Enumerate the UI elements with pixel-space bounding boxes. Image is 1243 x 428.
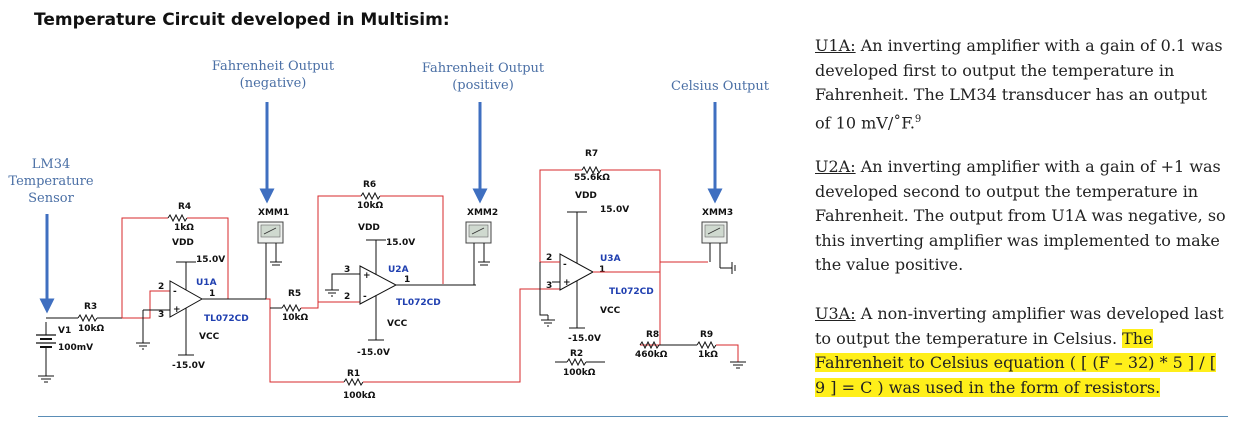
u2a-label: U2A [388, 265, 409, 275]
u3a-description: U3A: A non-inverting amplifier was devel… [815, 302, 1227, 400]
callout-line: (positive) [452, 78, 514, 93]
u1a-plus-sign: + [173, 305, 181, 315]
xmm1-multimeter: XMM1 [257, 208, 289, 299]
u2a-part: TL072CD [396, 298, 441, 308]
bottom-divider [38, 416, 1228, 417]
u3a-minus-sign: - [563, 260, 567, 270]
u1a-vcc: VCC [199, 332, 220, 342]
u3a-label: U3A [600, 254, 621, 264]
u2a-pin-in: 2 [344, 292, 350, 302]
u1a-text: An inverting amplifier with a gain of 0.… [815, 36, 1223, 132]
r5-label: R5 [288, 289, 301, 299]
xmm2-label: XMM2 [467, 208, 498, 218]
u2a-heading: U2A: [815, 157, 856, 176]
u2a-text: An inverting amplifier with a gain of +1… [815, 157, 1226, 274]
u1a-footnote: 9 [914, 113, 922, 125]
u2a-pin-out: 1 [404, 275, 410, 285]
u1a-description: U1A: An inverting amplifier with a gain … [815, 34, 1227, 135]
u3a-pin-plus: 3 [546, 281, 552, 291]
u3a-vdd: VDD [575, 191, 597, 201]
u2a-description: U2A: An inverting amplifier with a gain … [815, 155, 1227, 278]
u3a-part: TL072CD [609, 287, 654, 297]
u1a-part: TL072CD [204, 314, 249, 324]
u1a-label: U1A [196, 278, 217, 288]
r7-value: 55.6kΩ [574, 173, 610, 183]
callout-line: Temperature [8, 174, 94, 189]
u1a-vdd: VDD [172, 238, 194, 248]
u2a-minus-sign: - [363, 292, 367, 302]
u3a-text: A non-inverting amplifier was developed … [815, 304, 1224, 348]
r1-label: R1 [347, 369, 360, 379]
u1a-vcc-value: -15.0V [172, 361, 205, 371]
u3a-plus-sign: + [563, 278, 571, 288]
fahrenheit-negative-callout: Fahrenheit Output (negative) [200, 58, 346, 92]
xmm3-multimeter: XMM3 [701, 208, 736, 274]
celsius-callout: Celsius Output [660, 78, 780, 95]
u3a-pin-out: 1 [599, 265, 605, 275]
u3a-heading: U3A: [815, 304, 856, 323]
stage-u2a: R1 100kΩ R5 10kΩ R6 10kΩ + - 3 2 1 VDD 1… [266, 180, 560, 401]
callout-line: Sensor [28, 191, 74, 206]
callout-arrows [39, 102, 723, 314]
r5-value: 10kΩ [282, 313, 309, 323]
r4-value: 1kΩ [174, 223, 194, 233]
u1a-heading: U1A: [815, 36, 856, 55]
callout-line: Celsius Output [671, 79, 769, 94]
u1a-pin-plus: 3 [158, 310, 164, 320]
u2a-vcc: VCC [387, 319, 408, 329]
u1a-pin-in: 2 [158, 282, 164, 292]
xmm3-label: XMM3 [702, 208, 733, 218]
u3a-pin-in: 2 [546, 253, 552, 263]
r8-label: R8 [646, 330, 659, 340]
lm34-sensor-callout: LM34 Temperature Sensor [6, 156, 96, 207]
callout-line: Fahrenheit Output [421, 61, 545, 76]
stage-u3a: R7 55.6kΩ - + 2 3 1 VDD 15.0V U3A TL072C… [539, 149, 746, 378]
u2a-vdd-value: 15.0V [386, 238, 415, 248]
fahrenheit-positive-callout: Fahrenheit Output (positive) [410, 60, 556, 94]
u2a-plus-sign: + [363, 271, 371, 281]
stage-u1a: V1 100mV R3 10kΩ R4 1kΩ - + 2 3 1 VDD 15… [36, 202, 270, 383]
r3-label: R3 [84, 302, 97, 312]
xmm2-multimeter: XMM2 [465, 208, 498, 285]
r2-value: 100kΩ [563, 368, 596, 378]
u2a-vcc-value: -15.0V [357, 348, 390, 358]
r6-value: 10kΩ [357, 201, 384, 211]
u3a-vcc-value: -15.0V [568, 334, 601, 344]
u3a-vcc: VCC [600, 306, 621, 316]
r9-label: R9 [700, 330, 713, 340]
v1-value: 100mV [58, 343, 93, 353]
r6-label: R6 [363, 180, 376, 190]
callout-line: LM34 [31, 157, 71, 172]
v1-label: V1 [58, 326, 71, 336]
r8-value: 460kΩ [635, 350, 668, 360]
u1a-pin-out: 1 [209, 289, 215, 299]
r4-label: R4 [178, 202, 191, 212]
r3-value: 10kΩ [78, 324, 105, 334]
r2-label: R2 [570, 349, 583, 359]
r1-value: 100kΩ [343, 391, 376, 401]
u2a-pin-plus: 3 [344, 265, 350, 275]
xmm1-label: XMM1 [258, 208, 289, 218]
r7-label: R7 [585, 149, 598, 159]
page-title: Temperature Circuit developed in Multisi… [34, 10, 450, 30]
u2a-vdd: VDD [358, 223, 380, 233]
callout-line: (negative) [239, 76, 307, 91]
circuit-schematic: V1 100mV R3 10kΩ R4 1kΩ - + 2 3 1 VDD 15… [36, 102, 746, 401]
r9-value: 1kΩ [698, 350, 718, 360]
callout-line: Fahrenheit Output [211, 59, 335, 74]
u1a-vdd-value: 15.0V [196, 255, 225, 265]
u1a-minus-sign: - [173, 287, 177, 297]
u3a-vdd-value: 15.0V [600, 205, 629, 215]
